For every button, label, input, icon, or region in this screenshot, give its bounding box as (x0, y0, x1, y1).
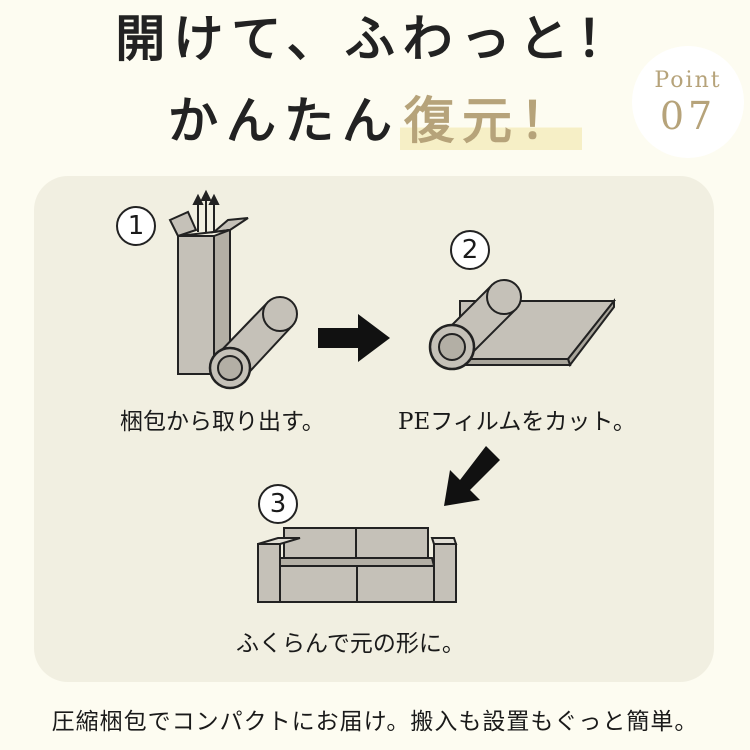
step-1-number: 1 (116, 206, 156, 246)
arrow-down-left-icon (444, 446, 500, 506)
headline-line-1: 開けて、ふわっと！ (115, 9, 635, 68)
step-2-caption: PEフィルムをカット。 (398, 409, 636, 435)
step-3-caption: ふくらんで元の形に。 (236, 631, 465, 657)
sofa-icon (257, 527, 458, 603)
headline-highlight: 復元！ (400, 91, 582, 150)
unrolled-mattress-icon (428, 279, 617, 371)
point-badge: Point 07 (632, 46, 744, 158)
step-2-number: 2 (450, 230, 490, 270)
step-1-caption: 梱包から取り出す。 (120, 409, 325, 435)
point-badge-word: Point (654, 68, 722, 93)
step-3-number: 3 (258, 484, 298, 524)
box-with-roll-icon (168, 189, 298, 390)
headline-plain: かんたん (168, 91, 400, 150)
point-badge-number: 07 (659, 94, 717, 138)
headline-line-2: かんたん復元！ (0, 91, 750, 150)
footer-text: 圧縮梱包でコンパクトにお届け。搬入も設置もぐっと簡単。 (51, 709, 699, 735)
arrow-right-icon (318, 314, 390, 362)
